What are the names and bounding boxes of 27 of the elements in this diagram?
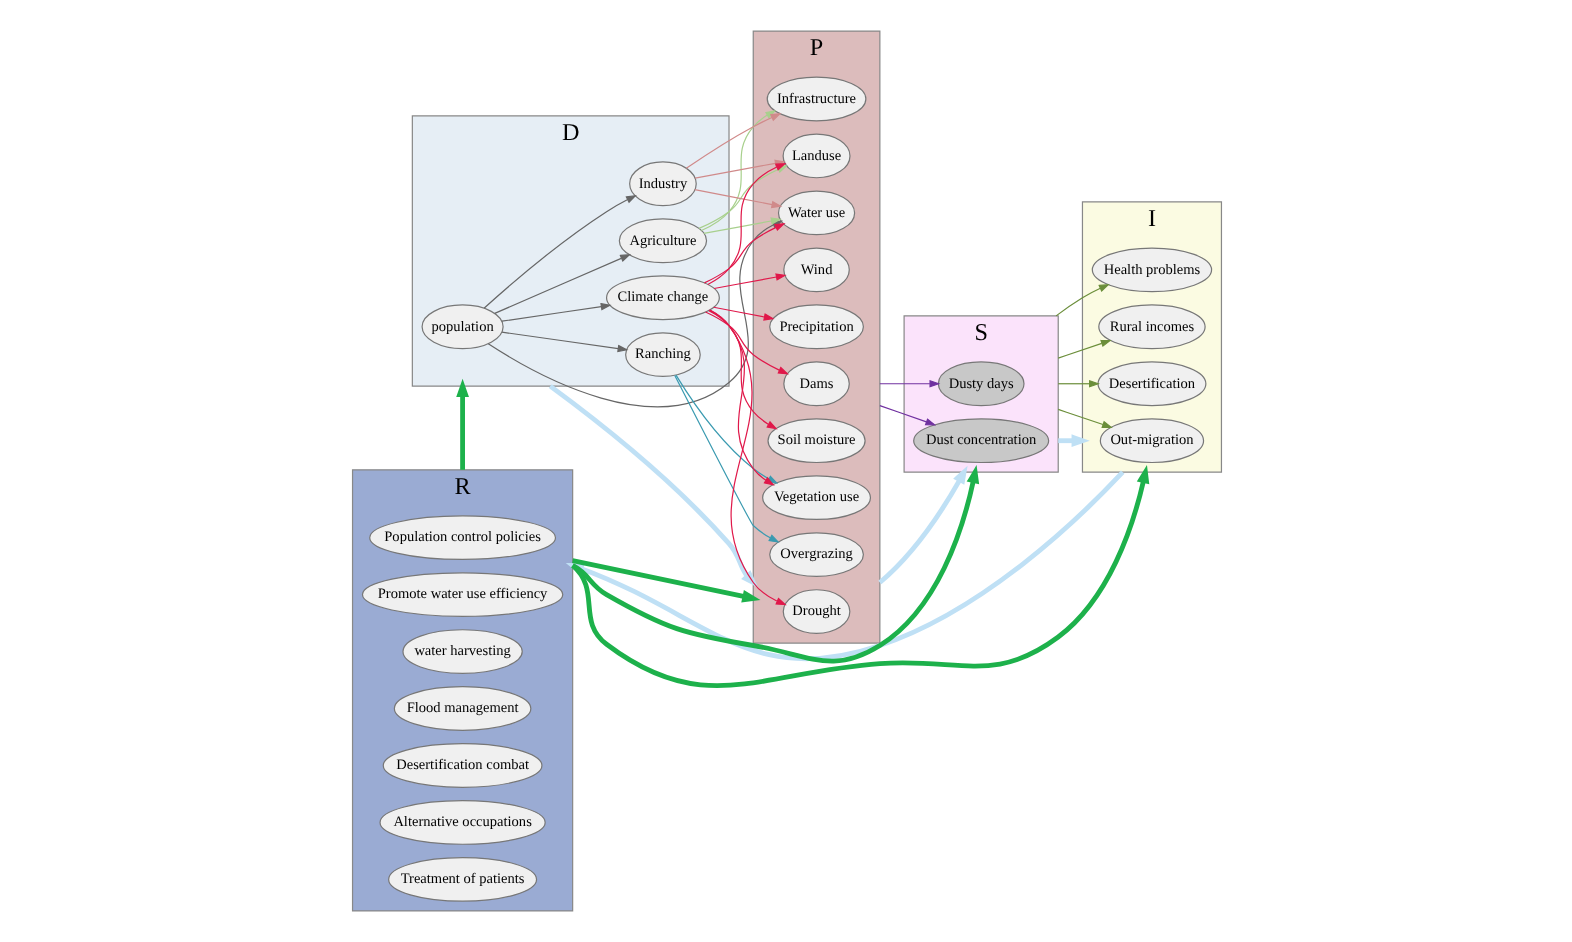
arrow [708,309,786,606]
arrow [702,223,785,284]
arrow [1057,434,1089,448]
arrow [712,306,774,321]
arrow [500,331,628,353]
arrow [693,189,782,209]
arrow [455,378,468,470]
arrow [547,384,758,588]
arrow [569,465,1149,688]
arrow [878,379,940,388]
arrow [493,254,631,314]
arrow [707,309,774,486]
arrow [707,310,777,430]
arrow [684,113,781,169]
arrow [500,302,611,322]
arrow [1056,408,1112,429]
arrow [1054,284,1109,317]
arrow [570,465,979,664]
arrow [482,194,636,309]
arrow [877,465,967,585]
arrow [703,311,788,375]
arrow [699,110,776,232]
arrow [1056,379,1099,388]
arrow [712,273,786,290]
arrow [878,404,936,426]
arrow [571,558,760,603]
arrow [1056,339,1111,359]
